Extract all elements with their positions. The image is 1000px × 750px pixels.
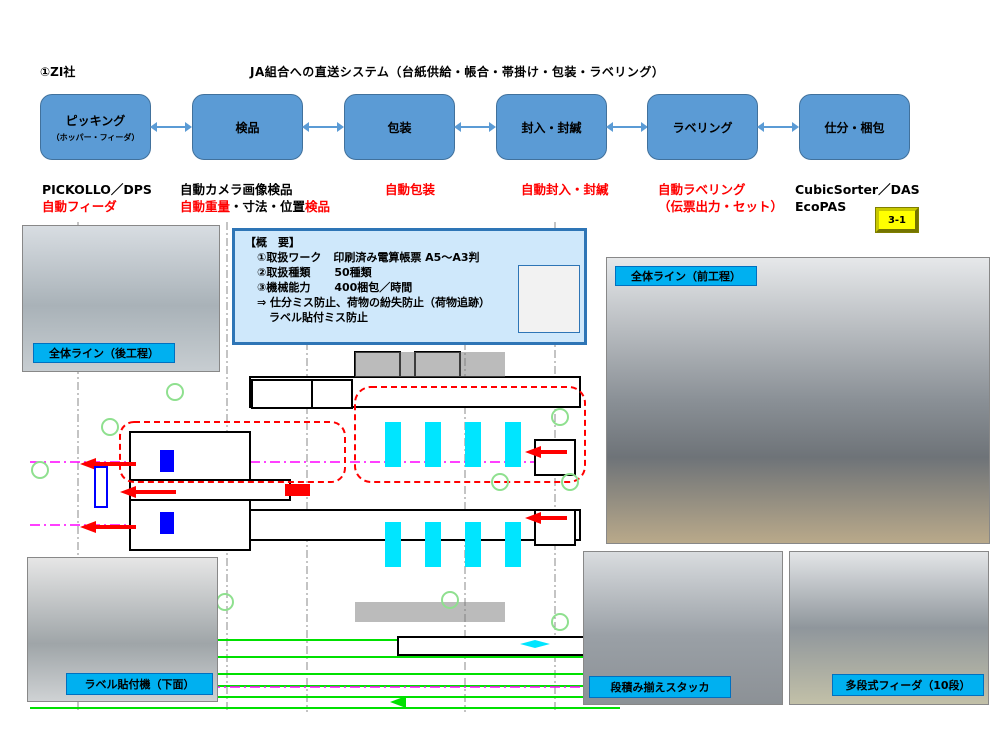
process-step-inspection: 検品 [192,94,303,160]
process-step-enclosing: 封入・封緘 [496,94,607,160]
form-sample-thumbnail [518,265,580,333]
description-highlight: 自動重量 [180,199,231,214]
step-description-labeling: 自動ラベリング （伝票出力・セット） [658,181,783,215]
conveyor-module [355,602,505,622]
bidirectional-arrow-icon [302,122,344,132]
overview-item: ②取扱種類 50種類 [245,265,574,280]
process-step-picking: ピッキング （ホッパー・フィーダ） [40,94,151,160]
photo-multistage-feeder: 多段式フィーダ（10段） [789,551,989,705]
overview-item-label: ②取扱種類 [257,266,311,279]
photo-caption: 段積み揃えスタッカ [589,676,731,698]
process-step-sorting: 仕分・梱包 [799,94,910,160]
photo-caption: 全体ライン（後工程） [33,343,175,363]
description-line-highlight: 自動フィーダ [42,199,117,214]
overview-item-label: ①取扱ワーク [257,251,322,264]
description-line-highlight: （伝票出力・セット） [658,199,784,214]
step-sublabel: （ホッパー・フィーダ） [51,132,140,142]
company-label: ①ZI社 [40,65,76,79]
step-description-sorting: CubicSorter／DAS EcoPAS [795,181,920,215]
step-label: ピッキング [65,113,126,128]
bidirectional-arrow-icon [606,122,648,132]
description-highlight: 検品 [305,199,331,214]
bidirectional-arrow-icon [757,122,799,132]
overview-item-label: ③機械能力 [257,281,311,294]
photo-caption: 全体ライン（前工程） [615,266,757,286]
step-label: ラベリング [672,120,733,135]
photo-whole-line-front: 全体ライン（前工程） [606,257,990,544]
step-description-enclosing: 自動封入・封緘 [521,182,609,197]
photo-label-applicator: ラベル貼付機（下面） [27,557,218,702]
overview-benefit: ⇒ 仕分ミス防止、荷物の紛失防止（荷物追跡） [257,296,491,309]
overview-item-value: 400梱包／時間 [334,281,413,294]
step-description-inspection: 自動カメラ画像検品 自動重量・寸法・位置検品 [180,181,330,215]
slide-title: JA組合への直送システム（台紙供給・帳合・帯掛け・包装・ラベリング） [250,65,665,79]
step-description-picking: PICKOLLO／DPS 自動フィーダ [42,181,152,215]
photo-stacker: 段積み揃えスタッカ [583,551,783,705]
description-line: CubicSorter／DAS [795,182,920,197]
description-line-highlight: 自動ラベリング [658,182,746,197]
process-step-packaging: 包装 [344,94,455,160]
photo-caption: 多段式フィーダ（10段） [832,674,984,696]
step-label: 仕分・梱包 [824,120,885,135]
overview-heading: 【概 要】 [245,236,300,249]
process-step-labeling: ラベリング [647,94,758,160]
overview-panel: 【概 要】 ①取扱ワーク印刷済み電算帳票 A5～A3判 ②取扱種類 50種類 ③機… [232,228,587,345]
overview-benefit: ラベル貼付ミス防止 [269,311,368,324]
step-label: 検品 [235,120,260,135]
description-line: 自動カメラ画像検品 [180,182,293,197]
page-number-badge[interactable]: 3-1 [876,208,918,232]
description-text: ・寸法・位置 [230,199,306,214]
photo-caption: ラベル貼付機（下面） [66,673,213,695]
overview-item-value: 印刷済み電算帳票 A5～A3判 [333,251,480,264]
overview-item: ③機械能力 400梱包／時間 [245,280,574,295]
overview-item: ①取扱ワーク印刷済み電算帳票 A5～A3判 [245,250,574,265]
bidirectional-arrow-icon [454,122,496,132]
overview-item-value: 50種類 [334,266,372,279]
step-description-packaging: 自動包装 [385,182,436,197]
conveyor-module [355,352,505,377]
bidirectional-arrow-icon [150,122,192,132]
description-line: PICKOLLO／DPS [42,182,152,197]
step-label: 包装 [387,120,412,135]
description-line: EcoPAS [795,199,847,214]
step-label: 封入・封緘 [521,120,582,135]
photo-whole-line-back: 全体ライン（後工程） [22,225,220,372]
